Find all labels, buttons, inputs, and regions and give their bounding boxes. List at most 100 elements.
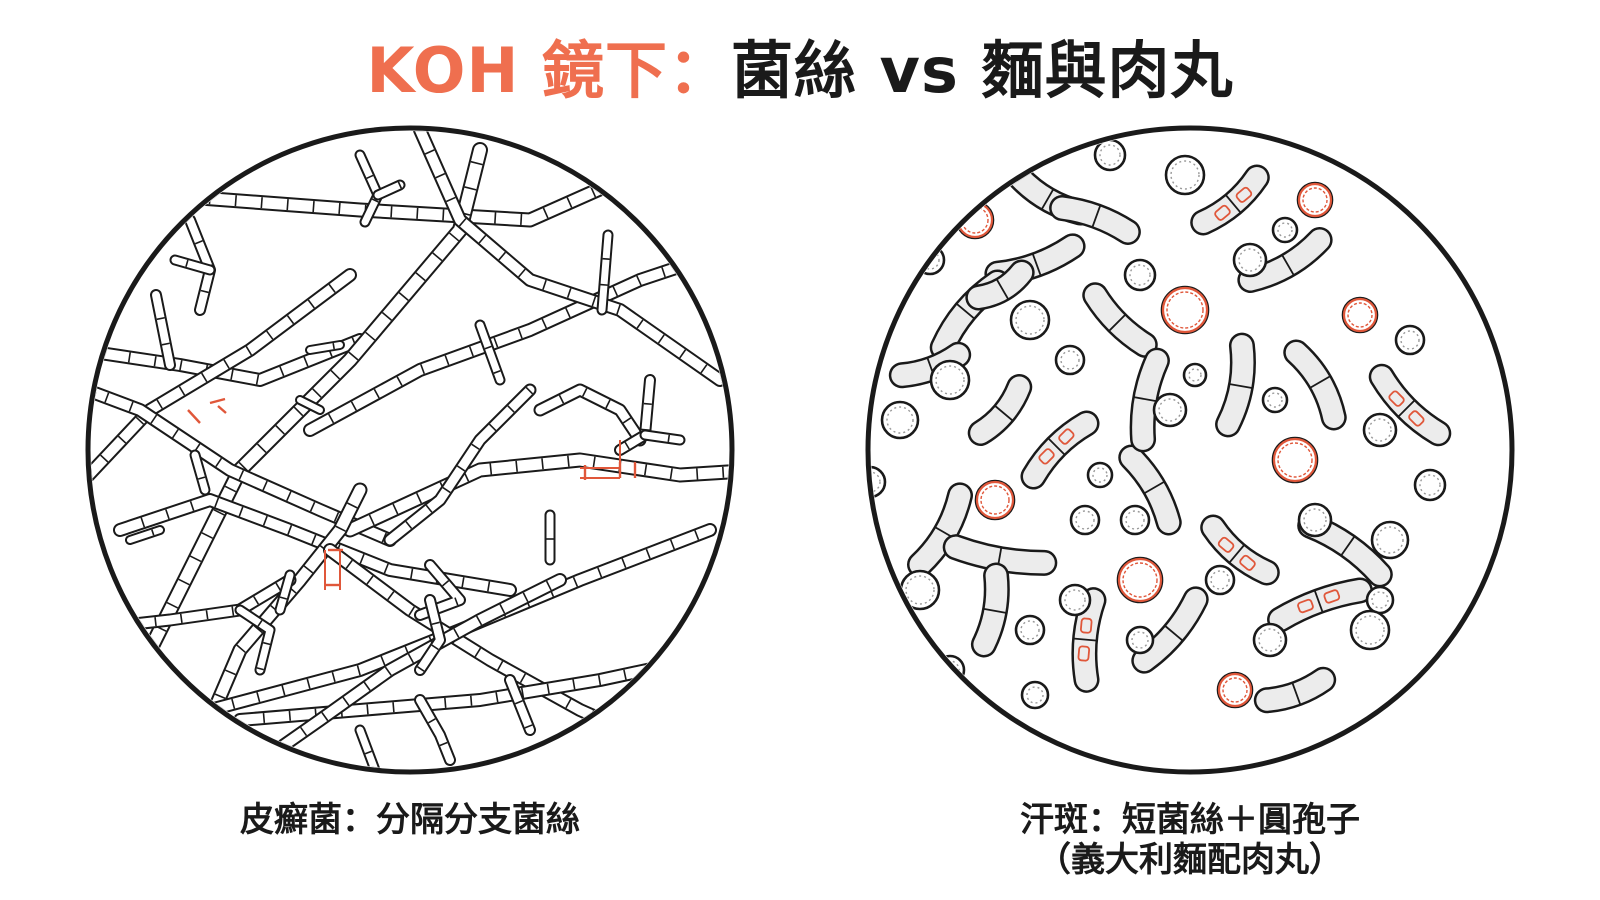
tinea-versicolor-caption-line2: （義大利麵配肉丸） [1037,840,1343,880]
septum [224,485,237,493]
short-hypha-septum [1133,396,1158,403]
septum [338,202,341,215]
septum [256,667,264,671]
septum [234,195,237,207]
septum [342,696,350,706]
hypha-branch-lumen-19 [416,696,454,764]
septum [416,207,419,219]
septum [255,374,260,385]
spore-inner-29 [905,575,935,605]
septum [350,401,357,411]
septum [514,700,523,705]
septum [135,416,145,425]
septum [541,458,544,470]
spore-inner-14 [1400,330,1420,350]
spore-accent-8 [1161,286,1209,334]
hypha-lumen-15 [385,385,535,545]
septum [621,558,627,569]
short-hypha-accent [1217,536,1235,553]
septum [431,644,439,651]
spore-accent-2 [1297,182,1333,218]
hypha-branch-lumen-6 [307,342,343,353]
spore-11 [1009,299,1051,341]
spore-inner-16 [1158,398,1182,422]
septum [696,468,699,480]
septum [542,279,547,290]
septum [331,671,336,683]
spore-inner-28 [1376,526,1404,554]
hypha-outline-11 [323,543,677,757]
septum [245,345,253,356]
short-hypha-accent [1058,428,1075,445]
spaghetti-layer [871,138,1452,714]
septum [321,712,329,722]
septum [140,517,146,528]
septum [128,619,131,630]
septum [669,468,673,480]
hypha-branch-lumen-17 [416,596,444,674]
septum [605,399,611,409]
short-hypha-septum [1047,437,1066,456]
septum [335,525,346,532]
septum [303,356,309,367]
septum [366,575,374,585]
septum [454,597,459,606]
spore-inner-39 [1064,589,1086,611]
septum [184,765,195,769]
septum [624,441,630,450]
spore-4 [1271,216,1299,244]
septum [306,678,311,689]
hypha-branch-lumen-1 [171,256,214,274]
septum [667,434,671,442]
spore-24 [1413,468,1447,502]
short-hypha-accent [1214,204,1231,221]
septum [380,655,386,666]
septum [288,710,292,721]
septum [558,394,565,404]
spore-26 [1119,504,1151,536]
spore-inner-8 [1166,291,1204,329]
septum [286,199,289,211]
spore-inner-23 [980,485,1010,515]
short-hypha-septum [955,302,976,320]
septum [420,364,425,375]
septum [225,669,236,676]
short-hypha-septum [1224,194,1242,214]
septum [214,497,220,508]
septum [373,388,380,399]
septum [439,741,448,747]
short-hypha-accent [1077,645,1091,662]
septum [275,425,285,435]
septum [453,628,460,638]
septum [416,666,425,672]
septum [387,591,395,601]
septum [237,772,243,780]
septum [257,756,265,766]
septum [721,466,725,478]
septum [390,206,393,218]
septum [392,503,399,515]
spore-inner-32 [1210,570,1230,590]
spore-inner-27 [1303,508,1327,532]
septum [332,342,335,350]
septum [151,529,155,536]
septum [623,669,627,680]
septum [408,606,416,616]
hypha-branch-lumen-7 [476,321,504,384]
septum [520,687,525,698]
short-hypha-accent [1079,617,1093,634]
septum [286,315,295,325]
highlighted-segment [324,550,341,590]
septum [602,257,610,261]
septum [407,653,415,664]
septum [165,509,170,520]
microscope-field-right [865,125,1515,775]
hypha-branch-lumen-11 [191,451,209,494]
septum [81,384,85,393]
spore-inner-4 [1277,222,1293,238]
septum [205,610,209,620]
hypha-lumen-3 [144,144,486,656]
spore-inner-26 [1125,510,1145,530]
septum [493,337,499,348]
septum [645,548,651,559]
